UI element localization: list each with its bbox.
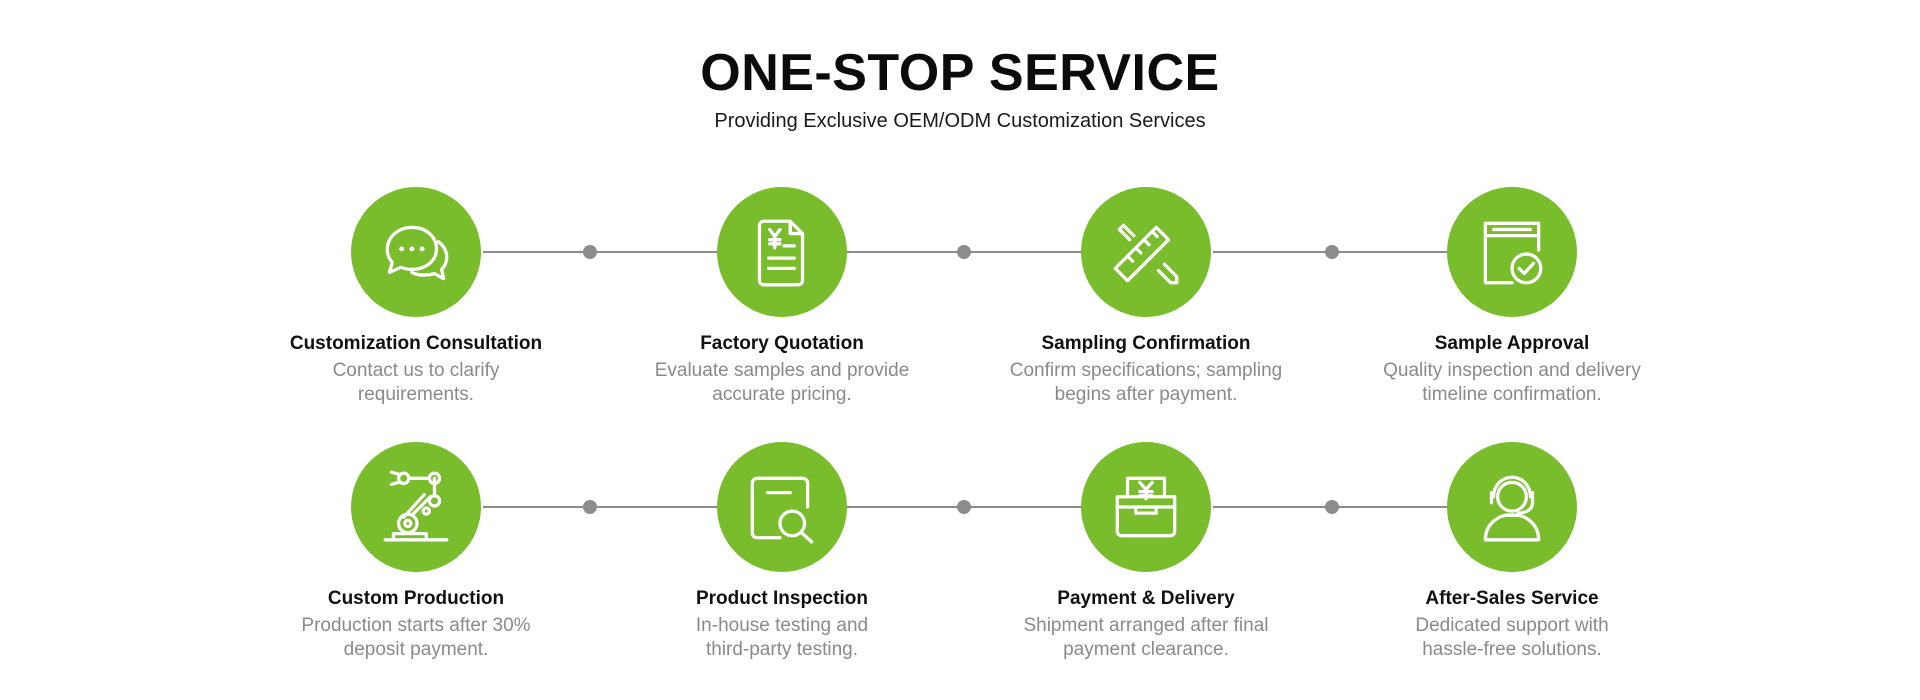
connector-dot	[957, 245, 971, 259]
document-magnifier-icon	[750, 476, 814, 544]
ruler-pencil-icon	[1113, 223, 1179, 285]
step-description-line: begins after payment.	[1054, 384, 1238, 405]
step-description: Contact us to clarify requirements.	[266, 359, 566, 407]
step-sampling-confirmation: Sampling Confirmation Confirm specificat…	[986, 187, 1306, 407]
step-description: Confirm specifications; sampling begins …	[996, 359, 1296, 407]
step-description: Shipment arranged after final payment cl…	[996, 614, 1296, 662]
step-sample-approval: Sample Approval Quality inspection and d…	[1352, 187, 1672, 407]
step-title: After-Sales Service	[1425, 588, 1599, 609]
step-description-line: requirements.	[357, 384, 475, 405]
step-icon-circle	[1081, 187, 1211, 317]
robot-arm-icon	[383, 470, 449, 542]
step-icon-circle	[1447, 442, 1577, 572]
connector-line	[847, 506, 1097, 508]
step-icon-circle	[1447, 187, 1577, 317]
step-description-line: Quality inspection and delivery	[1383, 360, 1641, 381]
connector-line	[847, 251, 1097, 253]
chat-bubbles-icon	[385, 225, 449, 281]
step-description: Dedicated support with hassle-free solut…	[1362, 614, 1662, 662]
step-description: Quality inspection and delivery timeline…	[1362, 359, 1662, 407]
step-title: Sampling Confirmation	[1041, 333, 1251, 354]
step-after-sales-service: After-Sales Service Dedicated support wi…	[1352, 442, 1672, 662]
step-icon-circle	[351, 187, 481, 317]
step-description-line: Shipment arranged after final	[1023, 615, 1269, 636]
step-icon-circle	[351, 442, 481, 572]
process-row-1: Customization Consultation Contact us to…	[0, 187, 1920, 427]
connector-dot	[1325, 500, 1339, 514]
window-check-icon	[1483, 221, 1543, 285]
step-title: Customization Consultation	[289, 333, 543, 354]
page-subtitle: Providing Exclusive OEM/ODM Customizatio…	[714, 110, 1206, 132]
step-description-line: Dedicated support with	[1415, 615, 1609, 636]
step-factory-quotation: Factory Quotation Evaluate samples and p…	[622, 187, 942, 407]
step-description: Evaluate samples and provide accurate pr…	[632, 359, 932, 407]
step-description-line: accurate pricing.	[712, 384, 852, 405]
step-customization-consultation: Customization Consultation Contact us to…	[256, 187, 576, 407]
step-icon-circle	[717, 442, 847, 572]
step-description-line: payment clearance.	[1063, 639, 1229, 660]
step-description-line: Production starts after 30%	[301, 615, 531, 636]
connector-dot	[583, 500, 597, 514]
step-product-inspection: Product Inspection In-house testing and …	[622, 442, 942, 662]
connector-line	[483, 506, 731, 508]
page-title: ONE-STOP SERVICE	[700, 44, 1220, 102]
step-title: Sample Approval	[1434, 333, 1590, 354]
yuan-document-icon	[757, 219, 805, 287]
step-description: Production starts after 30% deposit paym…	[266, 614, 566, 662]
connector-dot	[1325, 245, 1339, 259]
connector-line	[483, 251, 731, 253]
step-description-line: Contact us to clarify	[332, 360, 500, 381]
step-description-line: timeline confirmation.	[1422, 384, 1602, 405]
step-description-line: In-house testing and	[695, 615, 869, 636]
step-title: Payment & Delivery	[1057, 588, 1235, 609]
yuan-wallet-icon	[1115, 476, 1177, 538]
step-custom-production: Custom Production Production starts afte…	[256, 442, 576, 662]
step-payment-delivery: Payment & Delivery Shipment arranged aft…	[986, 442, 1306, 662]
process-row-2: Custom Production Production starts afte…	[0, 442, 1920, 682]
step-title: Product Inspection	[695, 588, 869, 609]
step-description-line: Evaluate samples and provide	[654, 360, 910, 381]
step-description-line: hassle-free solutions.	[1422, 639, 1602, 660]
step-description-line: deposit payment.	[343, 639, 489, 660]
step-icon-circle	[717, 187, 847, 317]
step-description: In-house testing and third-party testing…	[632, 614, 932, 662]
step-title: Factory Quotation	[700, 333, 864, 354]
step-icon-circle	[1081, 442, 1211, 572]
step-title: Custom Production	[327, 588, 505, 609]
connector-dot	[583, 245, 597, 259]
step-description-line: third-party testing.	[705, 639, 859, 660]
headset-support-icon	[1483, 475, 1541, 542]
connector-dot	[957, 500, 971, 514]
step-description-line: Confirm specifications; sampling	[1009, 360, 1283, 381]
